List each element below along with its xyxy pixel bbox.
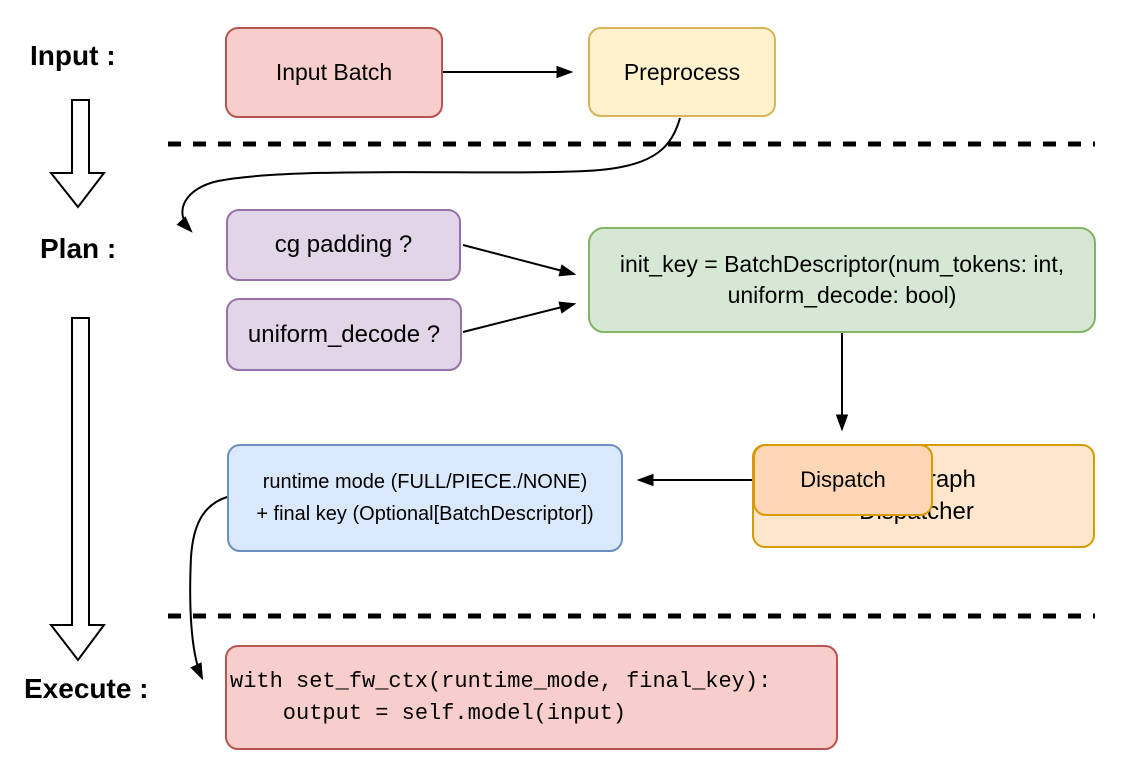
node-init-key-line2: uniform_decode: bool) [727,282,957,308]
node-execute-code-line1: with set_fw_ctx(runtime_mode, final_key)… [230,668,772,694]
connector-cg-padding-to-init-key [462,244,577,277]
node-runtime-line2: + final key (Optional[BatchDescriptor]) [256,503,594,525]
hollow-arrow-plan-to-execute [48,317,106,662]
node-cg-padding-label: cg padding ? [274,231,413,258]
node-uniform-decode-label: uniform_decode ? [247,320,441,348]
node-preprocess-label: Preprocess [623,58,741,85]
stage-label-input: Input : [30,40,116,71]
stage-label-plan: Plan : [40,233,117,264]
node-input-batch-label: Input Batch [275,59,393,86]
connector-uniform-decode-to-init-key [462,301,577,333]
hollow-arrow-input-to-plan [48,99,107,209]
connector-runtime-to-execute-code [189,496,228,681]
node-dispatch-label: Dispatch [800,467,886,493]
node-init-key: init_key = BatchDescriptor(num_tokens: i… [588,227,1096,333]
node-input-batch: Input Batch [225,27,443,118]
node-uniform-decode: uniform_decode ? [226,298,462,371]
node-runtime-mode: runtime mode (FULL/PIECE./NONE) + final … [227,444,623,552]
node-preprocess: Preprocess [588,27,776,117]
node-dispatch: Dispatch [753,444,933,516]
node-runtime-line1: runtime mode (FULL/PIECE./NONE) [262,471,588,493]
node-init-key-line1: init_key = BatchDescriptor(num_tokens: i… [619,251,1065,277]
node-execute-code-line2: output = self.model(input) [230,700,627,726]
node-execute-code: with set_fw_ctx(runtime_mode, final_key)… [225,645,838,750]
stage-label-execute: Execute : [24,673,149,704]
node-cg-padding: cg padding ? [226,209,461,281]
